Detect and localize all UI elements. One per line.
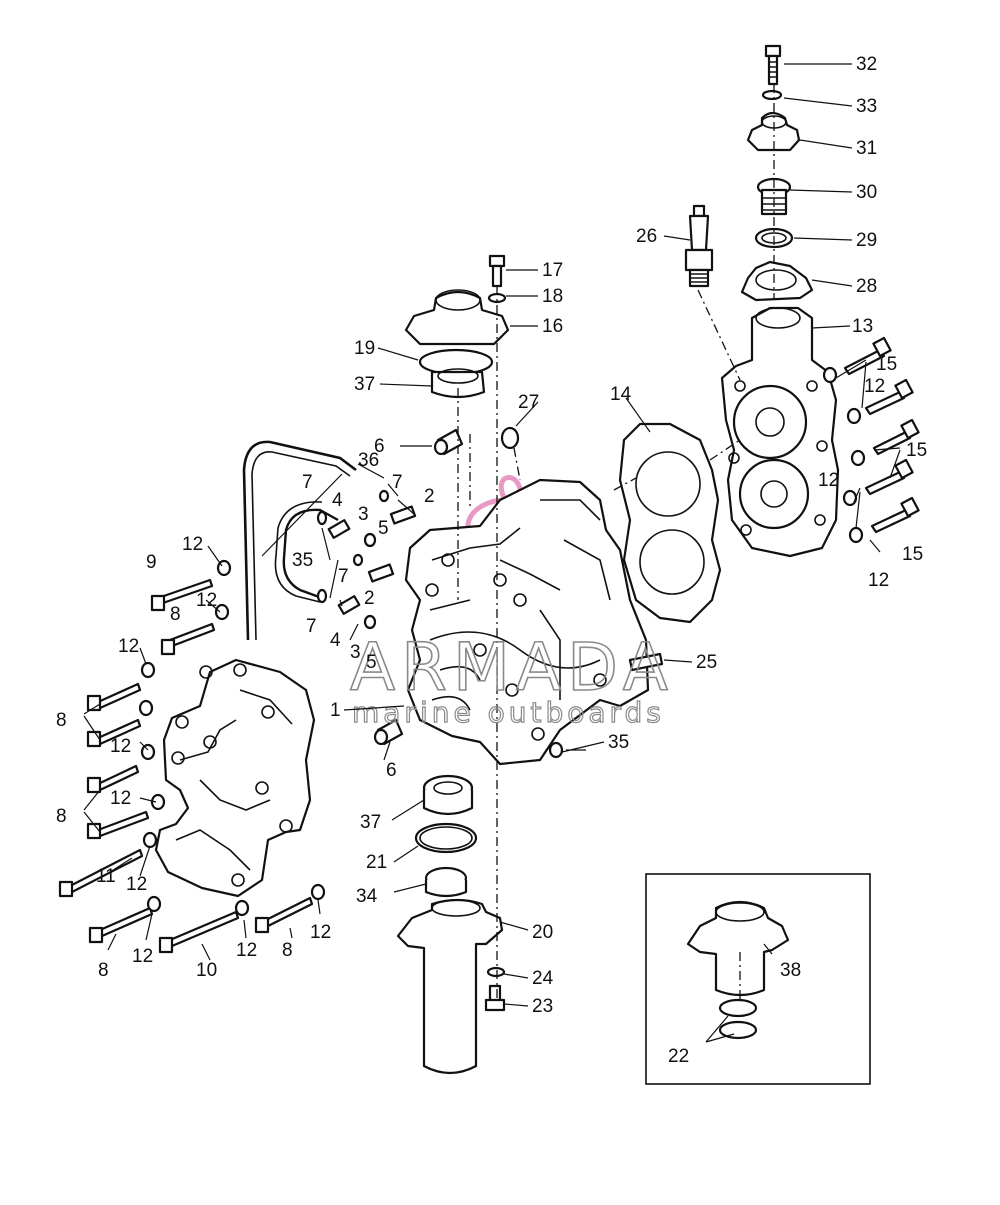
callout-5-a: 5 bbox=[378, 518, 389, 539]
watermark-tagline: marine outboards bbox=[352, 696, 665, 729]
cylinder-head bbox=[720, 306, 840, 558]
callout-27: 27 bbox=[518, 392, 539, 413]
callout-12-l: 12 bbox=[310, 922, 331, 943]
callout-36: 36 bbox=[358, 450, 379, 471]
callout-15-a: 15 bbox=[876, 354, 897, 375]
callout-12-k: 12 bbox=[236, 940, 257, 961]
callout-35-right: 35 bbox=[608, 732, 629, 753]
callout-34: 34 bbox=[356, 886, 378, 907]
callout-12-d: 12 bbox=[110, 736, 131, 757]
callout-12-a: 12 bbox=[182, 534, 203, 555]
callout-12-r3: 12 bbox=[868, 570, 889, 591]
callout-12-r1: 12 bbox=[864, 376, 885, 397]
callout-16: 16 bbox=[542, 316, 563, 337]
callout-1: 1 bbox=[330, 700, 341, 721]
head-bolts bbox=[822, 336, 920, 544]
callout-30: 30 bbox=[856, 182, 877, 203]
hose-and-fittings bbox=[242, 440, 417, 641]
inset-alternate-housing bbox=[645, 873, 871, 1085]
callout-19: 19 bbox=[354, 338, 375, 359]
callout-2-b: 2 bbox=[364, 588, 375, 609]
callout-11: 11 bbox=[96, 866, 116, 887]
callout-14: 14 bbox=[610, 384, 632, 405]
callout-37-top: 37 bbox=[354, 374, 375, 395]
thermostat-stack bbox=[740, 44, 814, 302]
lower-bearing-housing bbox=[396, 774, 506, 1075]
callout-8-c: 8 bbox=[56, 806, 67, 827]
callout-13: 13 bbox=[852, 316, 873, 337]
callout-7-c: 7 bbox=[338, 566, 349, 587]
callout-4-a: 4 bbox=[332, 490, 343, 511]
callout-18: 18 bbox=[542, 286, 563, 307]
watermark: ARMADA marine outboards bbox=[349, 628, 674, 729]
callout-8-a: 8 bbox=[170, 604, 181, 625]
callout-4-b: 4 bbox=[330, 630, 341, 651]
callout-12-b: 12 bbox=[196, 590, 217, 611]
callout-8-d: 8 bbox=[98, 960, 109, 981]
callout-24: 24 bbox=[532, 968, 554, 989]
callout-3-b: 3 bbox=[350, 642, 361, 663]
callout-17: 17 bbox=[542, 260, 563, 281]
callout-35-left: 35 bbox=[292, 550, 313, 571]
callout-6-top: 6 bbox=[374, 436, 385, 457]
callout-10: 10 bbox=[196, 960, 217, 981]
callout-38: 38 bbox=[780, 960, 801, 981]
exhaust-cover bbox=[154, 658, 316, 898]
callout-29: 29 bbox=[856, 230, 877, 251]
head-gasket bbox=[618, 422, 722, 624]
callout-numbers: 32 33 31 30 29 28 13 26 14 27 17 18 16 1… bbox=[56, 54, 927, 1067]
callout-7-a: 7 bbox=[302, 472, 313, 493]
callout-15-b: 15 bbox=[906, 440, 927, 461]
callout-9: 9 bbox=[146, 552, 157, 573]
callout-8-e: 8 bbox=[282, 940, 293, 961]
callout-6-bottom: 6 bbox=[386, 760, 397, 781]
callout-12-c: 12 bbox=[118, 636, 139, 657]
spark-plug bbox=[684, 204, 714, 288]
upper-bearing-housing bbox=[404, 254, 510, 399]
callout-12-e: 12 bbox=[110, 788, 131, 809]
callout-7-d: 7 bbox=[306, 616, 317, 637]
callout-23: 23 bbox=[532, 996, 553, 1017]
callout-12-f: 12 bbox=[126, 874, 147, 895]
centerlines bbox=[457, 84, 775, 1000]
callout-21: 21 bbox=[366, 852, 387, 873]
callout-25: 25 bbox=[696, 652, 717, 673]
callout-8-b: 8 bbox=[56, 710, 67, 731]
callout-12-r2: 12 bbox=[818, 470, 839, 491]
callout-37-bottom: 37 bbox=[360, 812, 381, 833]
callout-33: 33 bbox=[856, 96, 877, 117]
callout-3-a: 3 bbox=[358, 504, 369, 525]
callout-12-g: 12 bbox=[132, 946, 153, 967]
callout-5-b: 5 bbox=[366, 652, 377, 673]
callout-2-a: 2 bbox=[424, 486, 435, 507]
callout-32: 32 bbox=[856, 54, 877, 75]
watermark-brand: ARMADA bbox=[350, 629, 674, 706]
dowels-and-pins bbox=[373, 426, 664, 759]
callout-22: 22 bbox=[668, 1046, 689, 1067]
callout-26: 26 bbox=[636, 226, 657, 247]
cover-bolts bbox=[58, 559, 326, 954]
callout-leaders bbox=[83, 63, 901, 1043]
cylinder-block bbox=[404, 478, 650, 766]
callout-28: 28 bbox=[856, 276, 877, 297]
callout-31: 31 bbox=[856, 138, 877, 159]
callout-7-b: 7 bbox=[392, 472, 403, 493]
callout-15-c: 15 bbox=[902, 544, 923, 565]
callout-20: 20 bbox=[532, 922, 553, 943]
